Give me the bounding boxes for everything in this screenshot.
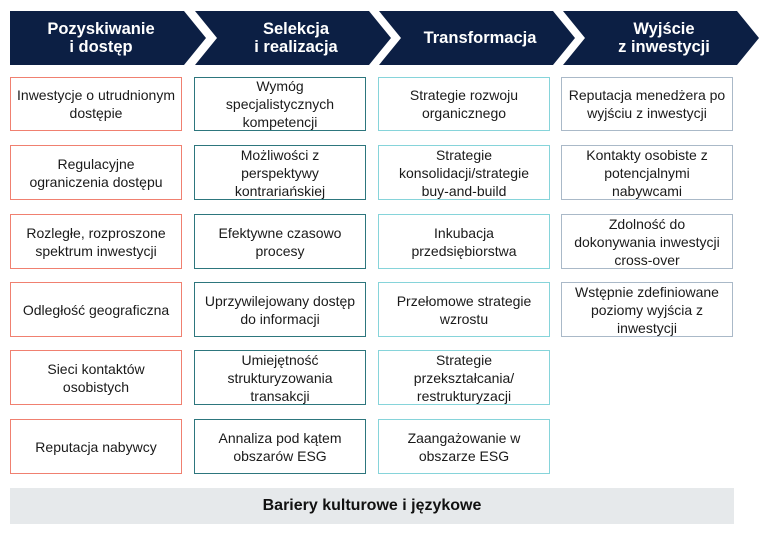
barrier-label: Regulacyjne ograniczenia dostępu — [29, 155, 163, 190]
barrier-label: Inkubacja przedsiębiorstwa — [411, 224, 517, 259]
stage-header-pozyskiwanie: Pozyskiwanie i dostęp — [10, 11, 206, 65]
barrier-box-transformacja: Zaangażowanie w obszarze ESG — [378, 419, 550, 474]
barrier-box-selekcja: Uprzywilejowany dostęp do informacji — [194, 282, 366, 337]
barrier-label: Kontakty osobiste z potencjalnymi nabywc… — [586, 146, 708, 199]
barrier-label: Strategie konsolidacji/strategie buy-and… — [399, 146, 529, 199]
barrier-label: Odległość geograficzna — [22, 301, 170, 318]
barrier-label: Uprzywilejowany dostęp do informacji — [204, 292, 356, 327]
stage-header-selekcja: Selekcja i realizacja — [195, 11, 391, 65]
barrier-label: Efektywne czasowo procesy — [218, 224, 342, 259]
barrier-box-selekcja: Możliwości z perspektywy kontrariańskiej — [194, 145, 366, 200]
barrier-label: Umiejętność strukturyzowania transakcji — [227, 351, 333, 404]
barrier-label: Zaangażowanie w obszarze ESG — [407, 429, 521, 464]
stage-title: Transformacja — [423, 29, 537, 47]
barrier-box-selekcja: Annaliza pod kątem obszarów ESG — [194, 419, 366, 474]
stage-header-transformacja: Transformacja — [379, 11, 575, 65]
barrier-label: Inwestycje o utrudnionym dostępie — [17, 87, 175, 121]
barrier-box-transformacja: Inkubacja przedsiębiorstwa — [378, 214, 550, 269]
barrier-label: Reputacja menedżera po wyjściu z inwesty… — [568, 87, 726, 121]
barrier-box-transformacja: Strategie konsolidacji/strategie buy-and… — [378, 145, 550, 200]
barrier-label: Wymóg specjalistycznych kompetencji — [225, 78, 335, 130]
barrier-label: Wstępnie zdefiniowane poziomy wyjścia z … — [575, 283, 719, 336]
barrier-label: Strategie rozwoju organicznego — [409, 87, 519, 121]
barrier-box-pozyskiwanie: Inwestycje o utrudnionym dostępie — [10, 77, 182, 131]
barrier-box-pozyskiwanie: Odległość geograficzna — [10, 282, 182, 337]
barrier-label: Rozległe, rozproszone spektrum inwestycj… — [26, 224, 166, 259]
barrier-label: Reputacja nabywcy — [35, 438, 157, 455]
stage-title: Selekcja i realizacja — [254, 20, 338, 56]
stage-header-wyjscie: Wyjście z inwestycji — [563, 11, 759, 65]
footer-label: Bariery kulturowe i językowe — [262, 497, 482, 514]
barrier-box-transformacja: Przełomowe strategie wzrostu — [378, 282, 550, 337]
barrier-box-selekcja: Efektywne czasowo procesy — [194, 214, 366, 269]
barrier-box-transformacja: Strategie przekształcania/ restrukturyza… — [378, 350, 550, 405]
barrier-box-transformacja: Strategie rozwoju organicznego — [378, 77, 550, 131]
stage-title: Pozyskiwanie i dostęp — [47, 20, 155, 56]
barrier-label: Zdolność do dokonywania inwestycji cross… — [574, 215, 720, 268]
barrier-box-wyjscie: Zdolność do dokonywania inwestycji cross… — [561, 214, 733, 269]
barrier-box-pozyskiwanie: Sieci kontaktów osobistych — [10, 350, 182, 405]
barrier-box-selekcja: Wymóg specjalistycznych kompetencji — [194, 77, 366, 131]
footer-bar: Bariery kulturowe i językowe — [10, 488, 734, 524]
stage-title: Wyjście z inwestycji — [618, 20, 710, 56]
barrier-label: Możliwości z perspektywy kontrariańskiej — [234, 146, 326, 199]
barrier-label: Strategie przekształcania/ restrukturyza… — [413, 351, 515, 404]
barrier-box-pozyskiwanie: Regulacyjne ograniczenia dostępu — [10, 145, 182, 200]
barrier-box-pozyskiwanie: Reputacja nabywcy — [10, 419, 182, 474]
barrier-label: Annaliza pod kątem obszarów ESG — [218, 429, 342, 464]
barrier-label: Sieci kontaktów osobistych — [47, 360, 145, 395]
barrier-box-wyjscie: Reputacja menedżera po wyjściu z inwesty… — [561, 77, 733, 131]
barrier-label: Przełomowe strategie wzrostu — [396, 292, 532, 327]
barrier-box-selekcja: Umiejętność strukturyzowania transakcji — [194, 350, 366, 405]
barrier-box-wyjscie: Wstępnie zdefiniowane poziomy wyjścia z … — [561, 282, 733, 337]
barrier-box-wyjscie: Kontakty osobiste z potencjalnymi nabywc… — [561, 145, 733, 200]
barrier-box-pozyskiwanie: Rozległe, rozproszone spektrum inwestycj… — [10, 214, 182, 269]
